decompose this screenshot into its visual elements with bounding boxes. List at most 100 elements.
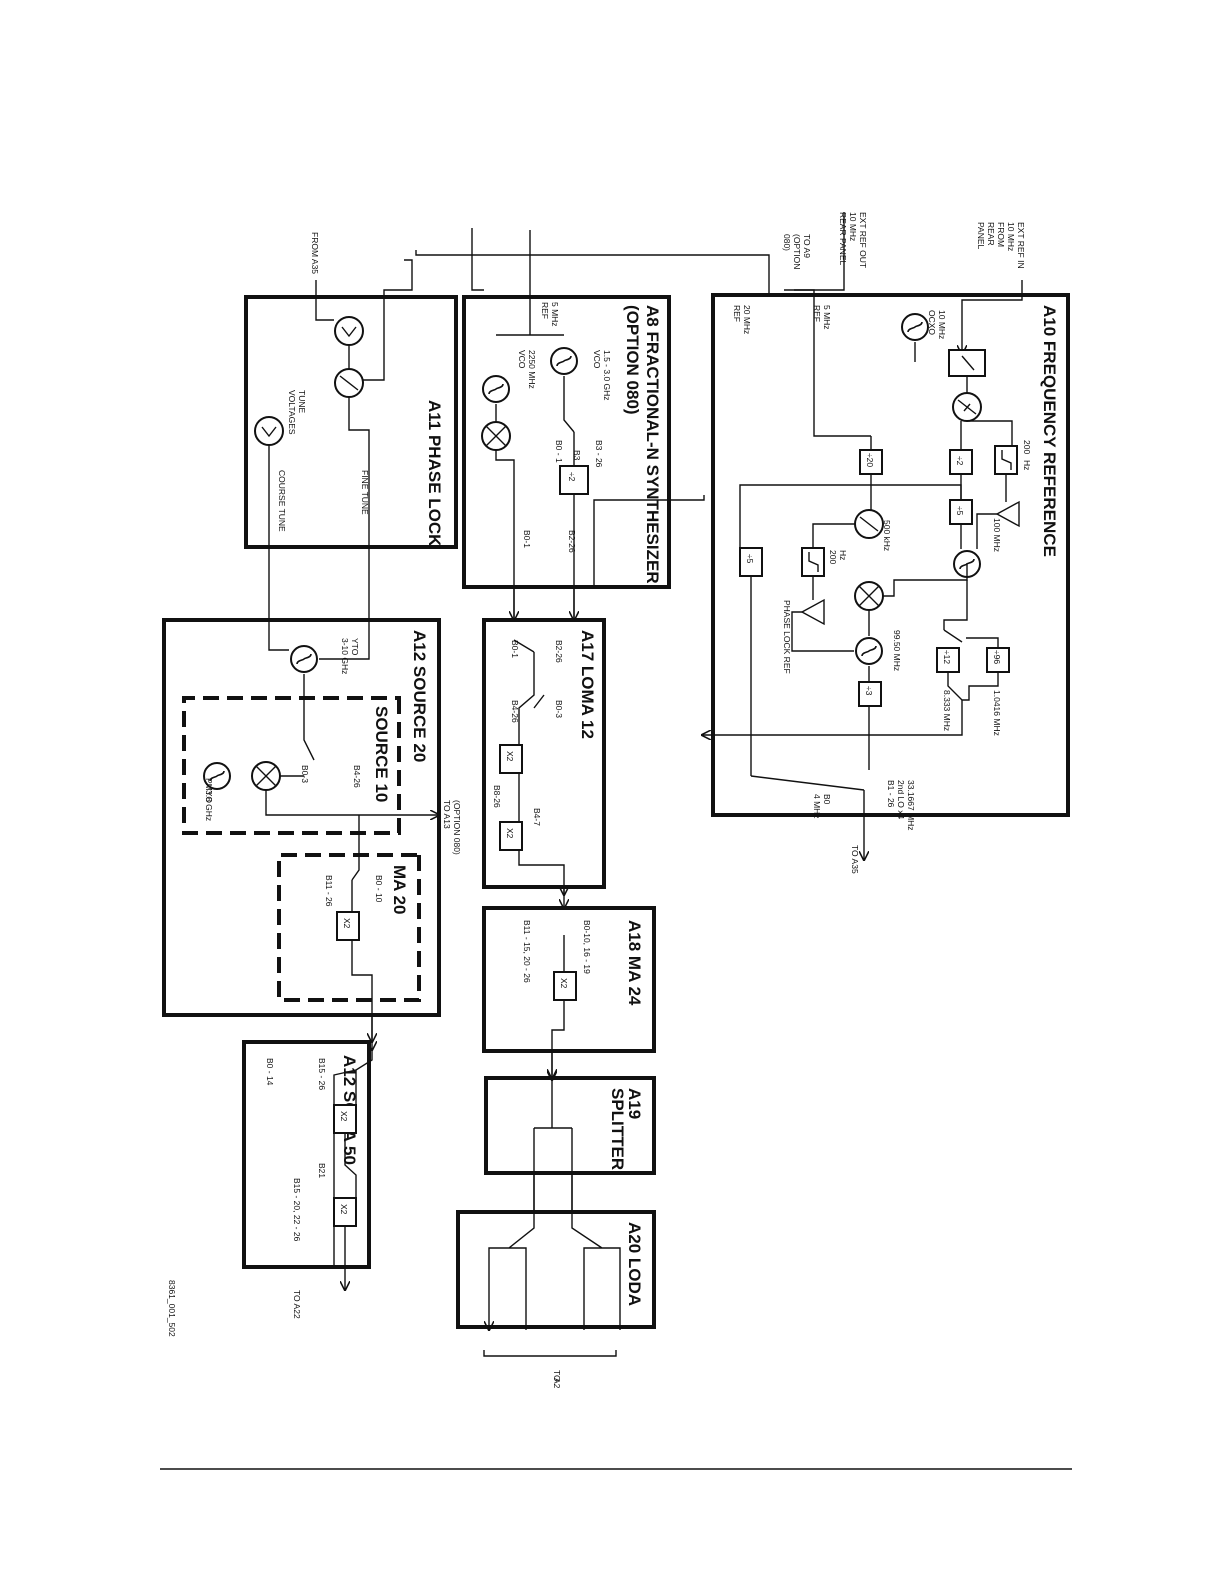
div-select-switch-icon	[943, 629, 963, 643]
ext-ref-out-wire	[784, 212, 845, 291]
amp-to-vco-wire	[976, 513, 997, 549]
div12-freq-label: 8.333 MHz	[942, 690, 952, 731]
yto-label-1: YTO	[350, 638, 360, 656]
to-a9-label-1: TO A9	[802, 234, 812, 258]
mhz20-ref-label-1: 20 MHz	[742, 305, 752, 334]
a11-course-summer-icon	[254, 416, 284, 446]
pd-to-loop-filter-wire	[812, 523, 855, 548]
to-a13-label-1: TO A13	[442, 800, 452, 829]
ma20-b11-26-label: B11 - 26	[324, 875, 334, 907]
output-switch-icon	[750, 775, 865, 791]
yto-oscillator-icon	[290, 645, 318, 673]
divider-20-a10-label: ÷20	[865, 453, 875, 467]
a17-b4-7-label: B4-7	[532, 808, 542, 826]
a8-to-a17-wires	[513, 587, 575, 620]
ext-ref-out-label-1: EXT REF OUT	[858, 212, 868, 268]
a12-soma-50-block: A12 SOMA 50 B15 - 26 B0 - 14 B21 B15 - 2…	[242, 1040, 373, 1319]
a11-pd-glyph	[339, 375, 359, 391]
divider-5-a10-label: ÷5	[955, 506, 965, 516]
soma-bypass-wire	[333, 1069, 357, 1265]
to-ma20-wire	[351, 815, 360, 881]
vco-9950-oscillator-icon	[855, 637, 883, 665]
a8-mixer-glyph	[485, 425, 507, 447]
a18-doubler-label: X2	[559, 978, 569, 989]
fine-tune-wire	[348, 397, 370, 640]
soma-doubler-1-label: X2	[339, 1111, 349, 1122]
pmyo-label-1: PMYO	[204, 778, 214, 803]
a10-phase-detector-glyph	[957, 399, 977, 415]
yto-label-2: 3-10 GHz	[340, 638, 350, 674]
divider-3-label: ÷3	[864, 686, 874, 696]
pmyo-label-2: 3.8 GHz	[204, 790, 214, 821]
soma-doubler-2-label: X2	[339, 1204, 349, 1215]
loop-filter-glyph	[808, 552, 819, 572]
a17-b0-3-label: B0-3	[554, 700, 564, 718]
a10-title: A10 FREQUENCY REFERENCE	[1040, 305, 1059, 557]
divider-5b-label: ÷5	[745, 554, 755, 564]
ref-select-switch-blade-icon	[961, 355, 975, 371]
filter-200hz-label-1: 200	[1022, 440, 1032, 454]
ext-ref-in-label-3: FROM	[996, 222, 1006, 247]
loop-amplifier-icon	[800, 598, 825, 626]
soma-b0-14-label: B0 - 14	[265, 1058, 275, 1086]
a20-title: A20 LODA	[625, 1222, 644, 1306]
to-a13-label-2: (OPTION 080)	[452, 800, 462, 855]
pd-reference-wire	[363, 259, 413, 381]
a11-course-summer-glyph	[261, 426, 277, 438]
mhz5-ref-label-1: 5 MHz	[822, 305, 832, 330]
tune-voltages-label-2: VOLTAGES	[287, 390, 297, 435]
a17-b2-26-label: B2-26	[554, 640, 564, 663]
a8-b3-label: B3	[572, 450, 582, 461]
ma20-output-wire	[351, 880, 372, 1050]
a8-out-b2-label: B2-26	[567, 530, 577, 553]
ma20-doubler-label: X2	[342, 918, 352, 929]
a10-amplifier-icon	[995, 500, 1020, 528]
source-10-title: SOURCE 10	[372, 706, 391, 802]
b1-26-label-1: B1 - 26	[886, 780, 896, 808]
a8-vco2-label-1: 2250 MHz	[527, 350, 537, 389]
a8-vco2-label-2: VCO	[517, 350, 527, 369]
a8-divider-2-label: ÷2	[567, 472, 577, 482]
ma-20-dashed-region	[277, 853, 421, 1002]
a12-b0-3-label: B0-3	[300, 765, 310, 783]
pd-500khz-label: 500 kHz	[882, 520, 892, 551]
a17-b4-26-label: B4-26	[510, 700, 520, 723]
ocxo-label-1: 10 MHz	[937, 310, 947, 339]
a8-vco1-label-2: VCO	[592, 350, 602, 369]
figure-id: 8361_001_502	[167, 1280, 177, 1337]
b1-26-label-2: 2nd LO x4	[896, 780, 906, 819]
pd-to-filter-wire	[967, 420, 1013, 446]
a8-vco2-oscillator-icon	[482, 375, 510, 403]
a10-mixer-glyph	[858, 585, 880, 607]
soma-signal-wire	[345, 1050, 373, 1290]
ma20-b0-10-label: B0 - 10	[374, 875, 384, 903]
a10-to-a8-wire	[593, 495, 705, 588]
divider-2-a10-label: ÷2	[955, 456, 965, 466]
vco-to-mixer-wire	[883, 563, 968, 597]
loda-output-brace	[483, 1350, 617, 1357]
a19-to-a20-wires	[533, 1173, 573, 1212]
ext-ref-out-label-2: 10 MHz	[848, 212, 858, 241]
a10-to-a11-ref-wire	[415, 250, 770, 295]
to-a9-label-3: 080)	[782, 234, 792, 251]
to-a35-label: TO A35	[850, 845, 860, 874]
divider-3-a10	[858, 681, 882, 707]
to-a22-label: TO A22	[292, 1290, 302, 1319]
a19-splitter-block: A19 SPLITTER	[484, 1076, 656, 1210]
b0-4mhz-label-2: 4 MHz	[812, 794, 822, 819]
a8-vco1-wire	[563, 376, 575, 433]
mhz5-ref-label-2: REF	[812, 305, 822, 322]
a8-ref-label-2: REF	[540, 302, 550, 319]
ext-ref-in-label-1: EXT REF IN	[1016, 222, 1026, 269]
soma-b21-label: B21	[317, 1163, 327, 1178]
b0-4mhz-label-1: B0	[822, 794, 832, 805]
a11-phase-lock-block: A11 PHASE LOCK FROM A35 TUNE VOLTAGES CO…	[244, 232, 458, 640]
ref-select-switch	[948, 349, 986, 377]
a8-vco1-oscillator-icon	[550, 347, 578, 375]
a12-source-title: A12 SOURCE 20	[410, 630, 429, 762]
a11-title: A11 PHASE LOCK	[425, 400, 444, 547]
a8-vco1-label-1: 1.5 - 3.0 GHz	[602, 350, 612, 401]
